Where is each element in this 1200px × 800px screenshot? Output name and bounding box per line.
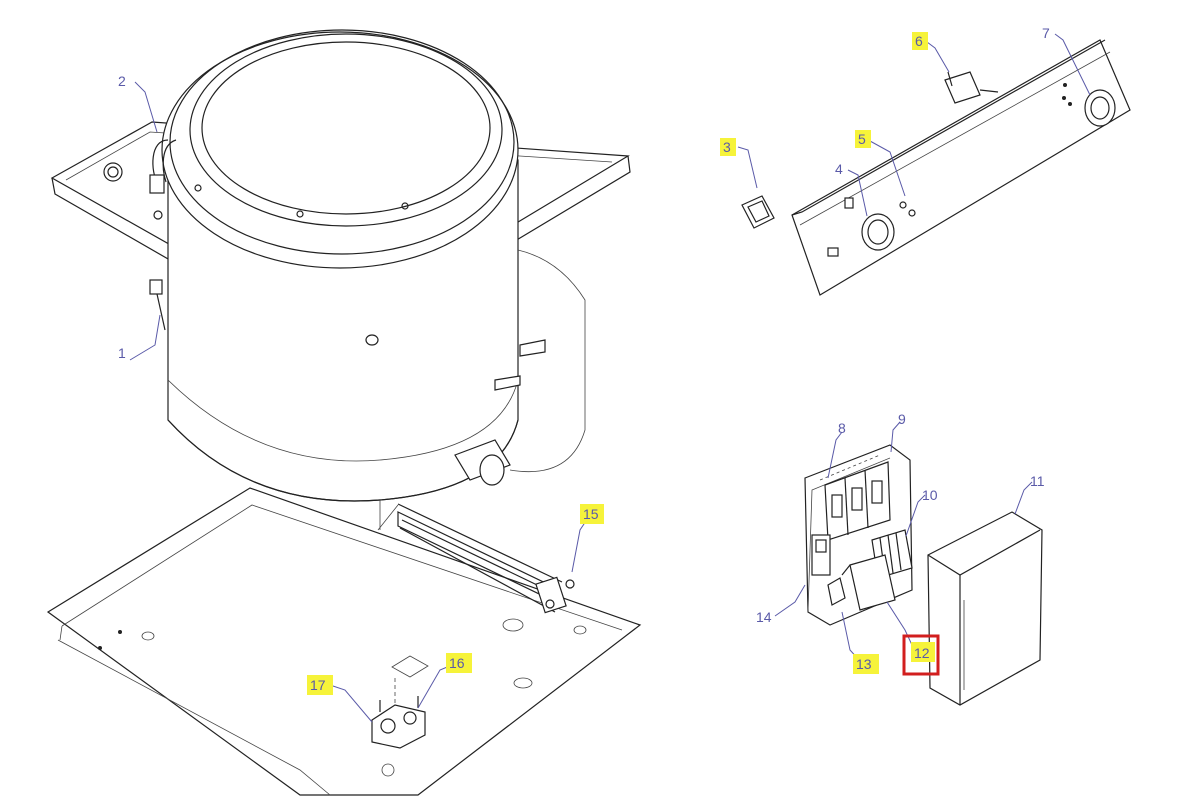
callout-3[interactable]: 3 xyxy=(720,138,736,156)
callout-highlight xyxy=(911,642,935,662)
callout-9[interactable]: 9 xyxy=(898,411,906,427)
callout-13[interactable]: 13 xyxy=(853,654,879,674)
callout-label: 9 xyxy=(898,411,906,427)
callout-2[interactable]: 2 xyxy=(118,73,126,89)
drain-valve-assembly xyxy=(371,678,426,749)
fuse-holder xyxy=(811,534,846,606)
leader-lines xyxy=(129,33,1091,723)
callout-label: 3 xyxy=(723,139,731,155)
callout-label: 5 xyxy=(858,131,866,147)
callout-highlight xyxy=(307,675,333,695)
callout-15[interactable]: 15 xyxy=(580,504,604,524)
callout-highlight xyxy=(580,504,604,524)
heating-element xyxy=(397,503,575,614)
callout-label: 6 xyxy=(915,33,923,49)
rocker-switch xyxy=(741,195,775,229)
callout-17[interactable]: 17 xyxy=(307,675,333,695)
callout-10[interactable]: 10 xyxy=(922,487,938,503)
callout-highlight xyxy=(912,32,928,50)
callout-label: 7 xyxy=(1042,25,1050,41)
selector-knob xyxy=(1084,89,1116,127)
callout-highlight xyxy=(855,130,871,148)
callout-7[interactable]: 7 xyxy=(1042,25,1050,41)
callout-label: 13 xyxy=(856,656,872,672)
callout-5[interactable]: 5 xyxy=(855,130,871,148)
thermostat-knob xyxy=(861,213,895,251)
callout-label: 4 xyxy=(835,161,843,177)
callout-label: 10 xyxy=(922,487,938,503)
selection-box xyxy=(902,634,940,676)
callout-14[interactable]: 14 xyxy=(756,609,772,625)
callout-label: 16 xyxy=(449,655,465,671)
kettle-body xyxy=(149,29,586,531)
callout-12[interactable]: 12 xyxy=(902,634,940,676)
control-panel xyxy=(791,39,1131,296)
callout-label: 17 xyxy=(310,677,326,693)
callout-highlight xyxy=(446,653,472,673)
callout-label: 11 xyxy=(1030,473,1045,489)
callout-4[interactable]: 4 xyxy=(835,161,843,177)
callout-label: 15 xyxy=(583,506,599,522)
callout-6[interactable]: 6 xyxy=(912,32,928,50)
contactors xyxy=(824,461,891,541)
callout-1[interactable]: 1 xyxy=(118,345,126,361)
callout-label: 1 xyxy=(118,345,126,361)
callout-label: 8 xyxy=(838,420,846,436)
callout-label: 14 xyxy=(756,609,772,625)
pilot-lamp xyxy=(944,71,999,104)
callout-highlight xyxy=(853,654,879,674)
cover xyxy=(927,511,1043,706)
callout-label: 12 xyxy=(914,645,930,661)
callout-16[interactable]: 16 xyxy=(446,653,472,673)
callout-label: 2 xyxy=(118,73,126,89)
callout-11[interactable]: 11 xyxy=(1030,473,1045,489)
callout-highlight xyxy=(720,138,736,156)
callout-8[interactable]: 8 xyxy=(838,420,846,436)
base-plate xyxy=(46,487,642,796)
relay xyxy=(841,554,896,611)
